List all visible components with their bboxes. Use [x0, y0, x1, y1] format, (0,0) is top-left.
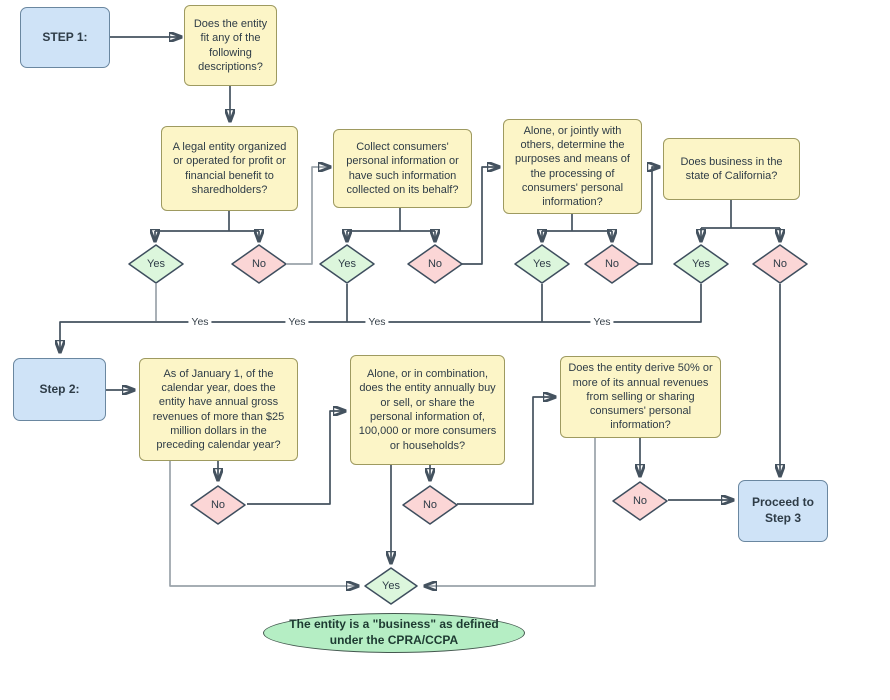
question-california: Does business in the state of California… [663, 138, 800, 200]
question-determine-purposes: Alone, or jointly with others, determine… [503, 119, 642, 214]
connector [169, 461, 356, 586]
connector [459, 167, 497, 265]
question-legal-entity: A legal entity organized or operated for… [161, 126, 298, 211]
question-fit-descriptions: Does the entity fit any of the following… [184, 5, 277, 86]
no-diamond-revenue: No [190, 485, 246, 525]
yes-diamond-2: Yes [319, 244, 375, 284]
question-derive-50-percent: Does the entity derive 50% or more of it… [560, 356, 721, 438]
final-yes-diamond: Yes [364, 567, 418, 605]
no-diamond-2: No [407, 244, 463, 284]
no-diamond-4-label: No [772, 258, 788, 270]
question-collect-info: Collect consumers' personal information … [333, 129, 472, 208]
no-diamond-3-label: No [604, 258, 620, 270]
no-diamond-3: No [584, 244, 640, 284]
bus-label-yes-2: Yes [285, 316, 309, 328]
no-diamond-buy-sell: No [402, 485, 458, 525]
connector [457, 397, 553, 505]
no-diamond-4: No [752, 244, 808, 284]
bus-label-yes-1: Yes [188, 316, 212, 328]
yes-diamond-3: Yes [514, 244, 570, 284]
no-diamond-derive-label: No [632, 495, 648, 507]
step2-box: Step 2: [13, 358, 106, 421]
yes-diamond-4-label: Yes [692, 258, 710, 270]
yes-diamond-2-label: Yes [338, 258, 356, 270]
no-diamond-revenue-label: No [210, 499, 226, 511]
bus-label-yes-3: Yes [365, 316, 389, 328]
no-diamond-derive: No [612, 481, 668, 521]
connector [247, 411, 343, 505]
no-diamond-2-label: No [427, 258, 443, 270]
connector [637, 167, 657, 265]
no-diamond-1: No [231, 244, 287, 284]
step1-box: STEP 1: [20, 7, 110, 68]
no-diamond-1-label: No [251, 258, 267, 270]
no-diamond-buy-sell-label: No [422, 499, 438, 511]
connector [427, 438, 596, 586]
connector [287, 167, 328, 265]
yes-diamond-1: Yes [128, 244, 184, 284]
final-yes-diamond-label: Yes [382, 580, 400, 592]
bus-label-yes-4: Yes [590, 316, 614, 328]
yes-diamond-3-label: Yes [533, 258, 551, 270]
result-ellipse: The entity is a "business" as defined un… [263, 613, 525, 653]
yes-diamond-1-label: Yes [147, 258, 165, 270]
proceed-step3-box: Proceed to Step 3 [738, 480, 828, 542]
question-revenue: As of January 1, of the calendar year, d… [139, 358, 298, 461]
yes-diamond-4: Yes [673, 244, 729, 284]
question-buy-sell-share: Alone, or in combination, does the entit… [350, 355, 505, 465]
